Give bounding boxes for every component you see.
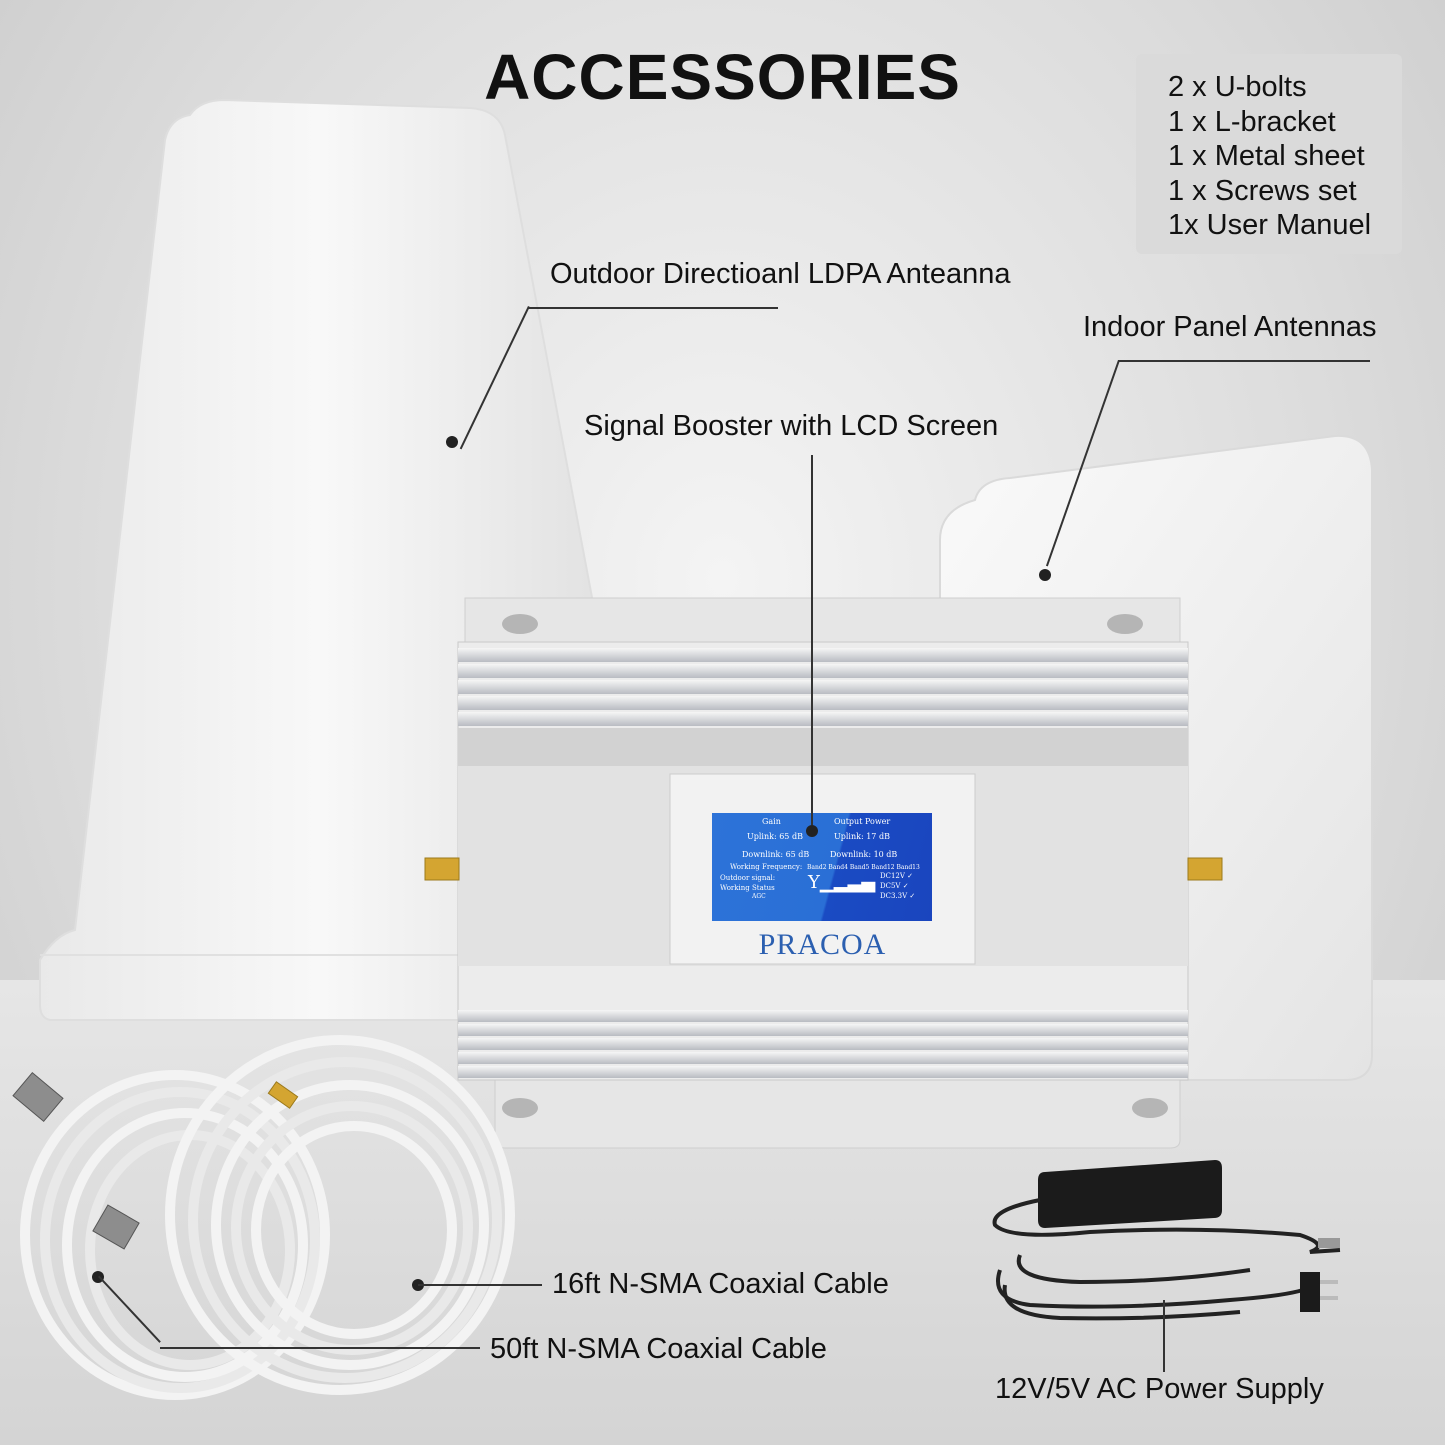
power-supply <box>992 1160 1341 1321</box>
callout-line <box>418 1284 542 1286</box>
lcd-outdoor-signal: Outdoor signal: <box>720 874 776 882</box>
lcd-working-frequency: Working Frequency: <box>730 863 803 871</box>
lcd-output-power: Output Power <box>834 817 891 826</box>
lcd-dc12: DC12V ✓ <box>880 872 914 880</box>
outdoor-antenna-label: Outdoor Directioanl LDPA Anteanna <box>550 258 1011 290</box>
page-title: ACCESSORIES <box>484 41 961 113</box>
list-item: 1 x Metal sheet <box>1168 140 1365 172</box>
indoor-antennas-label: Indoor Panel Antennas <box>1083 311 1377 343</box>
callout-line <box>160 1347 480 1349</box>
callout-dot <box>446 436 458 448</box>
callout-dot <box>806 825 818 837</box>
cable-connectors <box>12 1071 299 1250</box>
lcd-downlink-power: Downlink: 10 dB <box>830 850 898 859</box>
callout-dot <box>1039 569 1051 581</box>
cable-16ft-label: 16ft N-SMA Coaxial Cable <box>552 1268 889 1300</box>
lcd-screen: Gain Output Power Uplink: 65 dB Uplink: … <box>712 813 932 921</box>
lcd-bands: Band2 Band4 Band5 Band12 Band13 <box>807 864 920 871</box>
power-supply-label: 12V/5V AC Power Supply <box>995 1373 1324 1405</box>
callout-line <box>1118 360 1370 362</box>
list-item: 1 x L-bracket <box>1168 105 1336 138</box>
lcd-downlink-gain: Downlink: 65 dB <box>742 850 810 859</box>
callout-line <box>1163 1300 1165 1372</box>
booster-label: Signal Booster with LCD Screen <box>584 410 999 442</box>
brand-logo: PRACOA <box>758 928 887 961</box>
lcd-uplink-power: Uplink: 17 dB <box>834 832 890 841</box>
callout-line <box>528 307 778 309</box>
callout-line <box>811 455 813 825</box>
list-item: 2 x U-bolts <box>1168 71 1307 103</box>
coaxial-cables <box>20 1035 515 1400</box>
accessories-list: 2 x U-bolts 1 x L-bracket 1 x Metal shee… <box>1136 54 1402 254</box>
signal-bars-icon: Y▁▂▃▄ <box>808 872 876 893</box>
list-item: 1 x Screws set <box>1168 174 1357 207</box>
list-item: 1x User Manuel <box>1168 209 1372 241</box>
lcd-dc5: DC5V ✓ <box>880 882 909 890</box>
lcd-gain: Gain <box>762 817 781 826</box>
cable-50ft-label: 50ft N-SMA Coaxial Cable <box>490 1333 827 1365</box>
lcd-working-status: Working Status <box>720 884 775 892</box>
lcd-uplink-gain: Uplink: 65 dB <box>747 832 803 841</box>
lcd-dc33: DC3.3V ✓ <box>880 892 916 900</box>
lcd-agc: AGC <box>752 893 766 900</box>
